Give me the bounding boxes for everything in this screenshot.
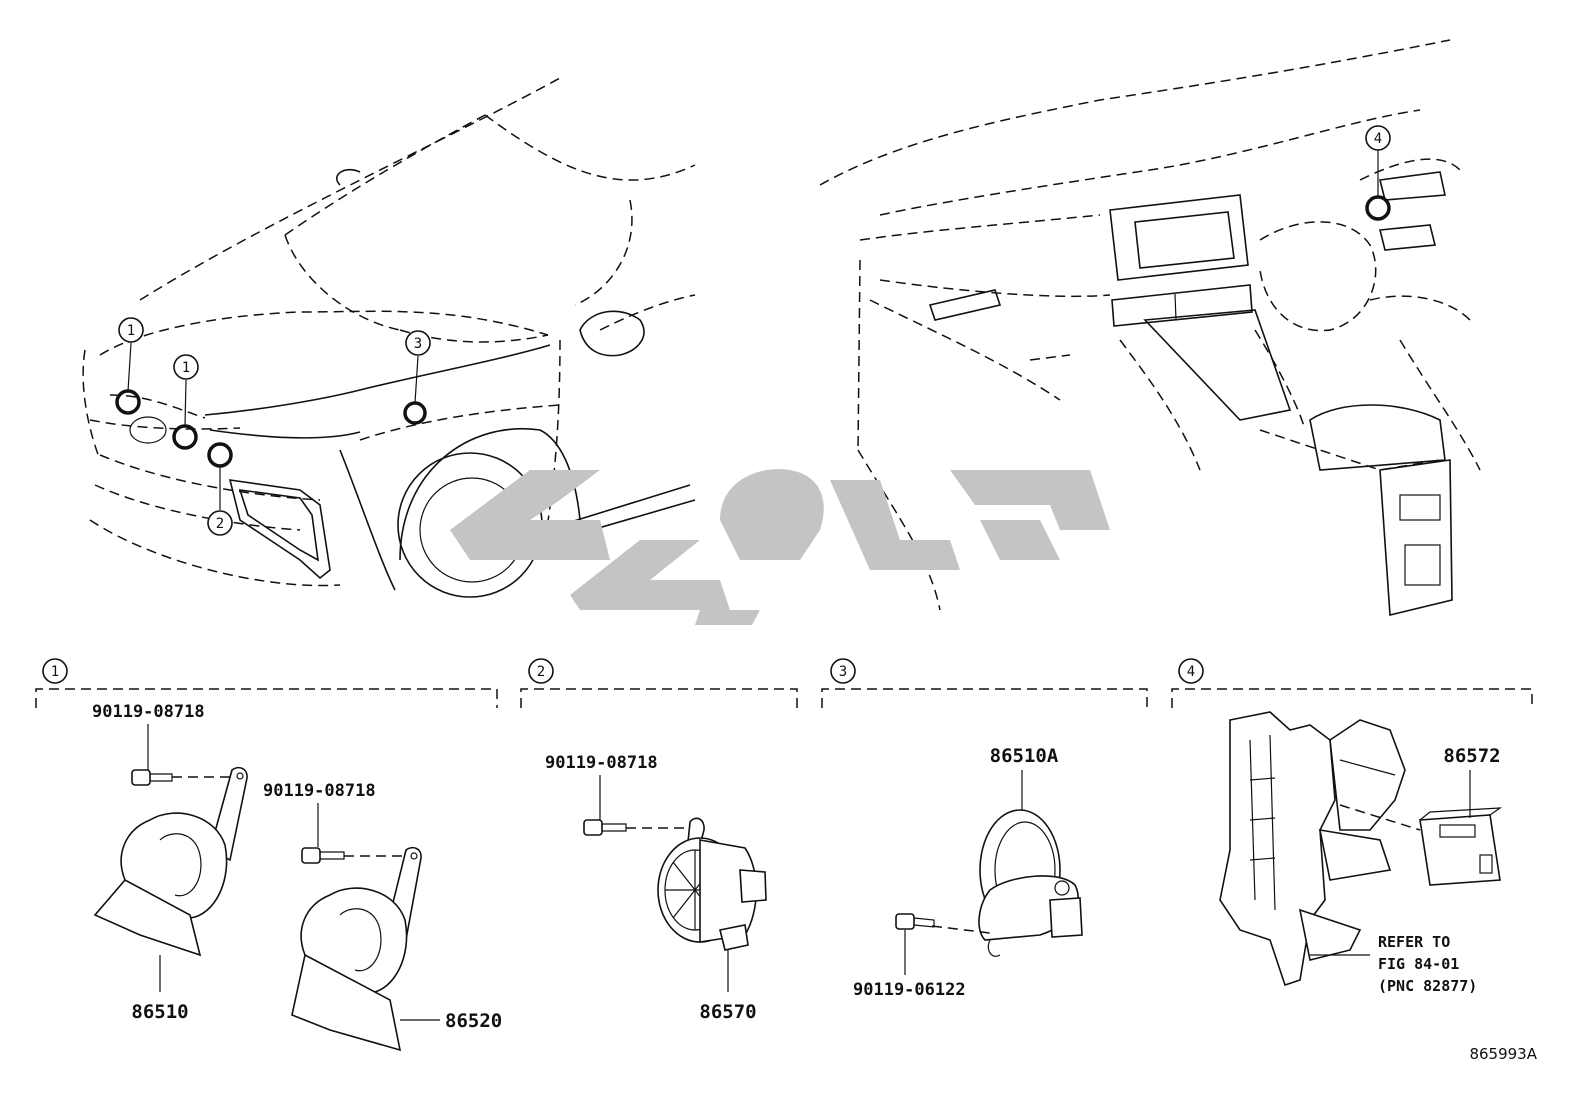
svg-text:1: 1 [127, 323, 135, 339]
car-exterior-illustration [82, 77, 696, 598]
part-label-90119-08718-b: 90119-08718 [263, 781, 376, 801]
group-1-header: 1 [35, 658, 498, 708]
part-label-90119-08718-c: 90119-08718 [545, 753, 658, 773]
callout-1b: 1 [173, 354, 199, 380]
svg-text:2: 2 [216, 516, 224, 532]
watermark-logo [450, 469, 1110, 625]
group-4-header: 4 [1171, 658, 1533, 708]
group-2-parts: 90119-08718 86570 [545, 753, 767, 1023]
callout-3: 3 [405, 330, 431, 356]
group-3-header: 3 [821, 658, 1148, 708]
svg-text:1: 1 [51, 664, 59, 680]
part-label-86510A: 86510A [990, 745, 1059, 767]
svg-text:4: 4 [1374, 131, 1382, 147]
part-label-86510: 86510 [131, 1001, 188, 1023]
figure-id: 865993A [1469, 1045, 1537, 1063]
part-label-86572: 86572 [1443, 745, 1500, 767]
group-4-parts: 86572 REFER TO FIG 84-01 (PNC 82877) [1219, 711, 1503, 995]
group-3-parts: 86510A 90119-06122 [853, 745, 1083, 1000]
part-label-86570: 86570 [699, 1001, 756, 1023]
part-label-90119-06122: 90119-06122 [853, 980, 966, 1000]
svg-text:1: 1 [182, 360, 190, 376]
interior-dashboard-illustration [819, 39, 1481, 617]
part-label-90119-08718-a: 90119-08718 [92, 702, 205, 722]
part-label-86520: 86520 [445, 1010, 502, 1032]
group-2-header: 2 [520, 658, 798, 708]
refer-note-line-2: FIG 84-01 [1378, 955, 1459, 973]
svg-text:4: 4 [1187, 664, 1195, 680]
refer-note-line-3: (PNC 82877) [1378, 977, 1477, 995]
svg-text:3: 3 [839, 664, 847, 680]
svg-text:3: 3 [414, 336, 422, 352]
svg-text:2: 2 [537, 664, 545, 680]
callout-1a: 1 [118, 317, 144, 343]
callout-4: 4 [1365, 125, 1391, 151]
group-1-parts: 90119-08718 86510 90119-08718 86520 [92, 702, 502, 1052]
refer-note-line-1: REFER TO [1378, 933, 1450, 951]
callout-2: 2 [207, 510, 233, 536]
